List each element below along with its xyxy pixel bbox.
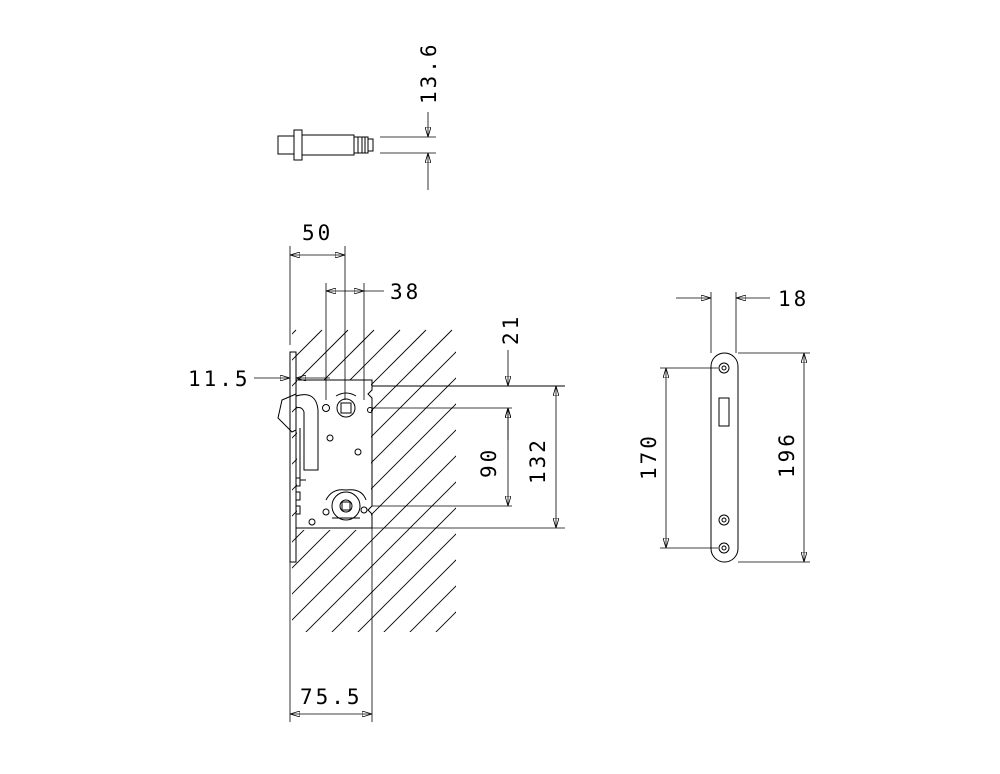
hatch-line xyxy=(325,329,456,632)
hatch-line xyxy=(429,329,456,632)
hatch-line xyxy=(292,329,456,632)
dimension-strike-height: 196 xyxy=(738,352,810,563)
mortise-lock-body xyxy=(277,351,565,563)
door-hatching xyxy=(292,329,456,632)
label-top-offset: 21 xyxy=(499,314,523,345)
hatch-line xyxy=(292,329,323,632)
dimension-top-offset: 21 xyxy=(372,314,523,440)
label-case-depth: 75.5 xyxy=(300,685,363,709)
dimension-strike-width: 18 xyxy=(676,287,809,353)
label-strike-screw-spacing: 170 xyxy=(637,433,661,480)
label-backset-total: 50 xyxy=(302,221,333,245)
label-strike-width: 18 xyxy=(778,287,809,311)
dimension-center-distance: 90 xyxy=(372,408,512,507)
label-faceplate-thickness: 11.5 xyxy=(188,367,251,391)
hatch-line xyxy=(292,329,453,632)
dimension-strike-screw-spacing: 170 xyxy=(637,367,718,549)
dimension-backset: 38 xyxy=(325,280,421,400)
hatch-line xyxy=(292,329,297,632)
spindle-pin xyxy=(277,129,374,161)
label-strike-height: 196 xyxy=(775,431,799,478)
hatch-line xyxy=(403,329,456,632)
strike-plate xyxy=(710,352,739,563)
hatch-line xyxy=(351,329,456,632)
dimension-backset-total: 50 xyxy=(289,221,346,400)
label-backset: 38 xyxy=(390,280,421,304)
dimension-pin-diameter: 13.6 xyxy=(380,41,441,190)
dimension-case-depth: 75.5 xyxy=(289,528,373,722)
label-center-distance: 90 xyxy=(477,447,501,478)
hatch-line xyxy=(377,329,456,632)
hatch-line xyxy=(299,329,456,632)
hatch-line xyxy=(292,329,456,632)
dimension-faceplate-thickness: 11.5 xyxy=(188,367,330,391)
label-case-height: 132 xyxy=(526,437,550,484)
hatch-line xyxy=(292,329,456,632)
dimension-case-height: 132 xyxy=(372,386,565,529)
hatch-line xyxy=(292,329,456,632)
label-pin-diameter: 13.6 xyxy=(417,41,441,104)
